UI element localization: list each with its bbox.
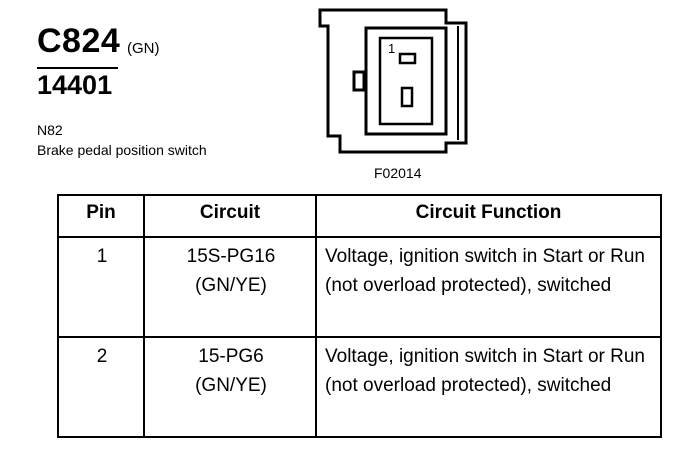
pin-cavity [378, 36, 434, 126]
component-description: Brake pedal position switch [37, 142, 207, 158]
pin-1-terminal [398, 52, 417, 65]
pin-2-terminal [400, 86, 414, 108]
id-rule [37, 67, 118, 69]
connector-latch [352, 70, 366, 92]
circuit-function: Voltage, ignition switch in Start or Run… [315, 236, 662, 338]
circuit-cell: 15S-PG16 (GN/YE) [143, 236, 317, 338]
circuit-function: Voltage, ignition switch in Start or Run… [315, 336, 662, 438]
circuit-id: 15S-PG16 [186, 246, 276, 267]
figure-id: F02014 [374, 165, 422, 181]
pin-1-label: 1 [388, 41, 395, 56]
table-row: 1 15S-PG16 (GN/YE) Voltage, ignition swi… [57, 236, 662, 338]
pin-number: 2 [57, 336, 145, 438]
connector-diagram: 1 [318, 8, 468, 154]
connector-color: (GN) [127, 40, 160, 57]
part-number: 14401 [37, 70, 113, 100]
pin-number: 1 [57, 236, 145, 338]
wire-color: (GN/YE) [195, 275, 267, 296]
connector-face [364, 26, 448, 136]
circuit-cell: 15-PG6 (GN/YE) [143, 336, 317, 438]
table-header-row: Pin Circuit Circuit Function [57, 194, 662, 238]
circuit-id: 15-PG6 [198, 346, 264, 367]
connector-id: C824 [37, 22, 121, 60]
wire-color: (GN/YE) [195, 375, 267, 396]
connector-housing [318, 8, 468, 154]
header-circuit: Circuit [143, 194, 317, 238]
table-row: 2 15-PG6 (GN/YE) Voltage, ignition switc… [57, 336, 662, 438]
header-pin: Pin [57, 194, 145, 238]
component-code: N82 [37, 122, 63, 138]
pin-table: Pin Circuit Circuit Function 1 15S-PG16 … [57, 194, 662, 438]
header-function: Circuit Function [315, 194, 662, 238]
